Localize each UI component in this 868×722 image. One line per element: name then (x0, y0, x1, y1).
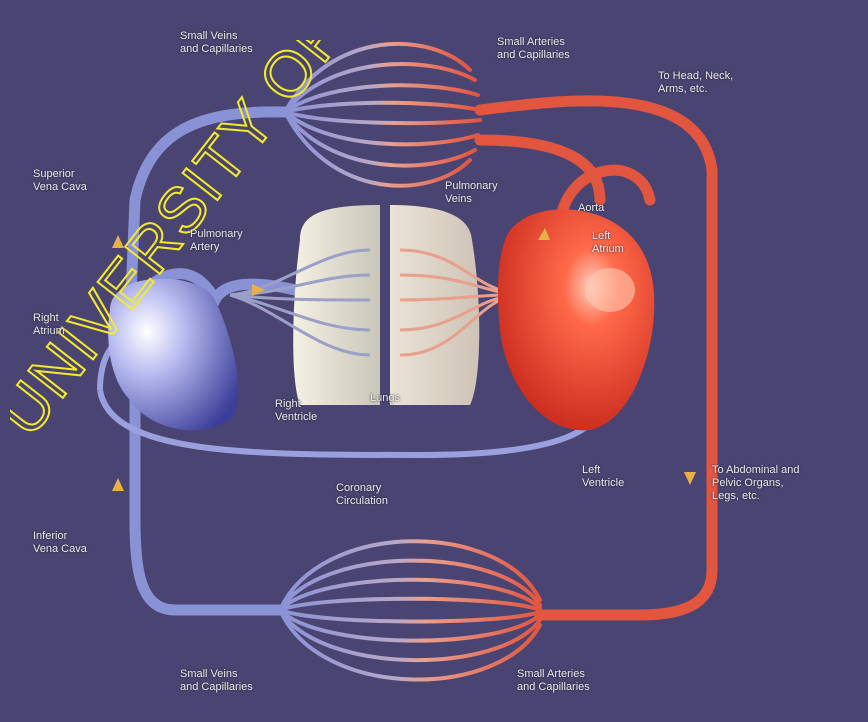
label-right-ventricle: Right Ventricle (275, 398, 317, 424)
label-small-veins-bottom: Small Veins and Capillaries (180, 668, 253, 694)
label-to-abdominal: To Abdominal and Pelvic Organs, Legs, et… (712, 464, 799, 503)
label-to-head: To Head, Neck, Arms, etc. (658, 70, 733, 96)
label-lungs: Lungs (370, 392, 400, 405)
label-superior-vena-cava: Superior Vena Cava (33, 168, 87, 194)
label-small-veins-top: Small Veins and Capillaries (180, 30, 253, 56)
left-atrium-highlight (585, 268, 635, 312)
label-small-arteries-top: Small Arteries and Capillaries (497, 36, 570, 62)
label-aorta: Aorta (578, 202, 604, 215)
label-inferior-vena-cava: Inferior Vena Cava (33, 530, 87, 556)
label-coronary-circulation: Coronary Circulation (336, 482, 388, 508)
label-left-atrium: Left Atrium (592, 230, 624, 256)
label-left-ventricle: Left Ventricle (582, 464, 624, 490)
label-right-atrium: Right Atrium (33, 312, 65, 338)
label-pulmonary-veins: Pulmonary Veins (445, 180, 498, 206)
label-pulmonary-artery: Pulmonary Artery (190, 228, 243, 254)
label-small-arteries-bottom: Small Arteries and Capillaries (517, 668, 590, 694)
